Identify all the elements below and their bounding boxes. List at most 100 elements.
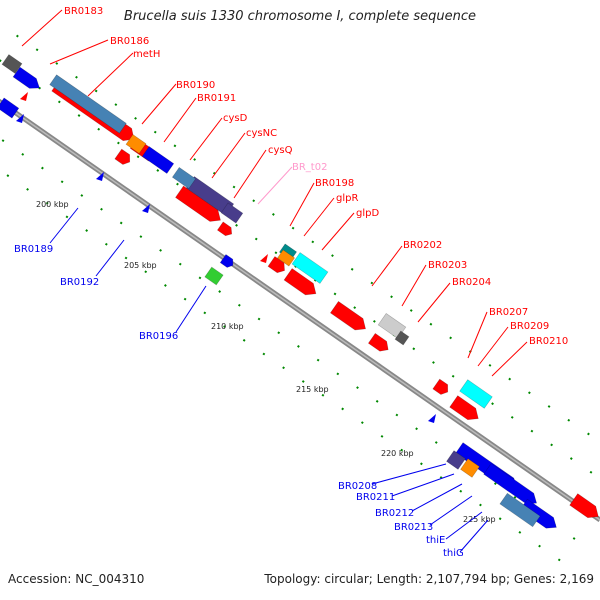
gene-label-glpr[interactable]: glpR <box>336 193 358 204</box>
gene-label-br0211[interactable]: BR0211 <box>356 492 395 503</box>
forward-gene-labels <box>21 9 528 377</box>
gene-label-br0210[interactable]: BR0210 <box>529 336 568 347</box>
chromosome-backbone <box>0 98 600 523</box>
gene-block[interactable] <box>216 221 234 238</box>
gene-label-br0202[interactable]: BR0202 <box>403 240 442 251</box>
gene-label-br0209[interactable]: BR0209 <box>510 321 549 332</box>
gene-block[interactable] <box>1 54 23 74</box>
gene-shape <box>329 300 366 331</box>
gene-shape <box>0 97 20 119</box>
gene-shape <box>220 202 244 224</box>
map-title: Brucella suis 1330 chromosome I, complet… <box>123 9 477 24</box>
tick-label: 210 kbp <box>211 322 244 331</box>
gene-block[interactable] <box>459 379 493 409</box>
tick-label: 215 kbp <box>296 385 329 394</box>
strand-marker <box>96 172 104 181</box>
gene-label-br0190[interactable]: BR0190 <box>176 80 215 91</box>
gene-shape <box>449 395 479 421</box>
tick-label: 225 kbp <box>463 515 496 524</box>
gene-block[interactable] <box>446 450 466 470</box>
gene-block[interactable] <box>432 378 451 397</box>
gene-label-br0212[interactable]: BR0212 <box>375 508 414 519</box>
gene-block[interactable] <box>114 148 133 167</box>
gene-label-cysnc[interactable]: cysNC <box>246 128 277 139</box>
gene-block[interactable] <box>283 268 320 300</box>
gene-shape <box>432 378 449 395</box>
gene-shape <box>141 146 175 174</box>
gene-block[interactable] <box>171 166 197 190</box>
gene-shape <box>459 379 493 409</box>
gene-label-br0207[interactable]: BR0207 <box>489 307 528 318</box>
gene-block[interactable] <box>460 458 480 478</box>
gene-label-cysq[interactable]: cysQ <box>268 145 293 156</box>
gene-block[interactable] <box>367 332 391 354</box>
gene-shape <box>569 493 599 519</box>
gene-shape <box>267 256 285 274</box>
gene-label-br0213[interactable]: BR0213 <box>394 522 433 533</box>
topology-text: Topology: circular; Length: 2,107,794 bp… <box>264 572 594 586</box>
gene-block[interactable] <box>49 74 127 134</box>
gene-shape <box>1 54 23 74</box>
gene-block[interactable] <box>12 66 43 93</box>
gene-label-thig[interactable]: thiG <box>443 548 464 559</box>
gene-block[interactable] <box>267 256 288 276</box>
gene-shape <box>49 74 127 134</box>
gene-shape <box>367 332 389 352</box>
gene-shape <box>283 268 317 296</box>
gene-block[interactable] <box>276 249 296 267</box>
gene-shape <box>460 458 480 478</box>
gene-label-br-t02[interactable]: BR_t02 <box>292 162 327 173</box>
gene-block[interactable] <box>394 330 410 346</box>
chromosome-backbone-highlight <box>0 101 600 521</box>
gene-shape <box>219 254 234 268</box>
gene-label-cysd[interactable]: cysD <box>223 113 248 124</box>
gene-label-br0192[interactable]: BR0192 <box>60 277 99 288</box>
gene-shape <box>204 266 224 286</box>
gene-label-thie[interactable]: thiE <box>426 535 445 546</box>
tick-label: 205 kbp <box>124 261 157 270</box>
gene-label-br0208[interactable]: BR0208 <box>338 481 377 492</box>
gene-shape <box>114 148 131 165</box>
gene-block[interactable] <box>291 252 329 284</box>
reverse-gene-labels <box>49 207 489 553</box>
tick-label: 200 kbp <box>36 200 69 209</box>
gene-shape <box>125 134 147 154</box>
strand-marker <box>428 414 436 423</box>
gene-block[interactable] <box>125 134 147 154</box>
gene-block[interactable] <box>141 146 175 174</box>
track-dots <box>16 34 600 444</box>
gene-label-br0204[interactable]: BR0204 <box>452 277 491 288</box>
gene-block[interactable] <box>204 266 224 286</box>
gene-shape <box>171 166 197 190</box>
gene-block[interactable] <box>0 97 20 119</box>
tick-label: 220 kbp <box>381 449 414 458</box>
gene-shape <box>446 450 466 470</box>
gene-block[interactable] <box>220 202 244 224</box>
gene-label-meth[interactable]: metH <box>133 49 160 60</box>
gene-features <box>0 54 600 529</box>
gene-block[interactable] <box>449 395 483 425</box>
gene-label-br0189[interactable]: BR0189 <box>14 244 53 255</box>
gene-block[interactable] <box>499 492 541 528</box>
strand-marker <box>20 92 28 101</box>
gene-label-br0183[interactable]: BR0183 <box>64 6 103 17</box>
gene-label-br0203[interactable]: BR0203 <box>428 260 467 271</box>
pseudo-label-leader <box>257 166 293 205</box>
gene-block[interactable] <box>329 300 369 334</box>
track-dots <box>0 168 569 567</box>
gene-shape <box>499 492 541 528</box>
gene-label-br0186[interactable]: BR0186 <box>110 36 149 47</box>
strand-marker <box>142 204 150 213</box>
gene-label-br0198[interactable]: BR0198 <box>315 178 354 189</box>
strand-marker <box>16 114 24 123</box>
strand-marker <box>260 254 268 263</box>
gene-block[interactable] <box>219 254 236 269</box>
gene-block[interactable] <box>569 493 600 523</box>
gene-label-br0191[interactable]: BR0191 <box>197 93 236 104</box>
gene-shape <box>394 330 410 346</box>
gene-label-br0196[interactable]: BR0196 <box>139 331 178 342</box>
gene-shape <box>276 249 296 267</box>
gene-label-glpd[interactable]: glpD <box>356 208 379 219</box>
